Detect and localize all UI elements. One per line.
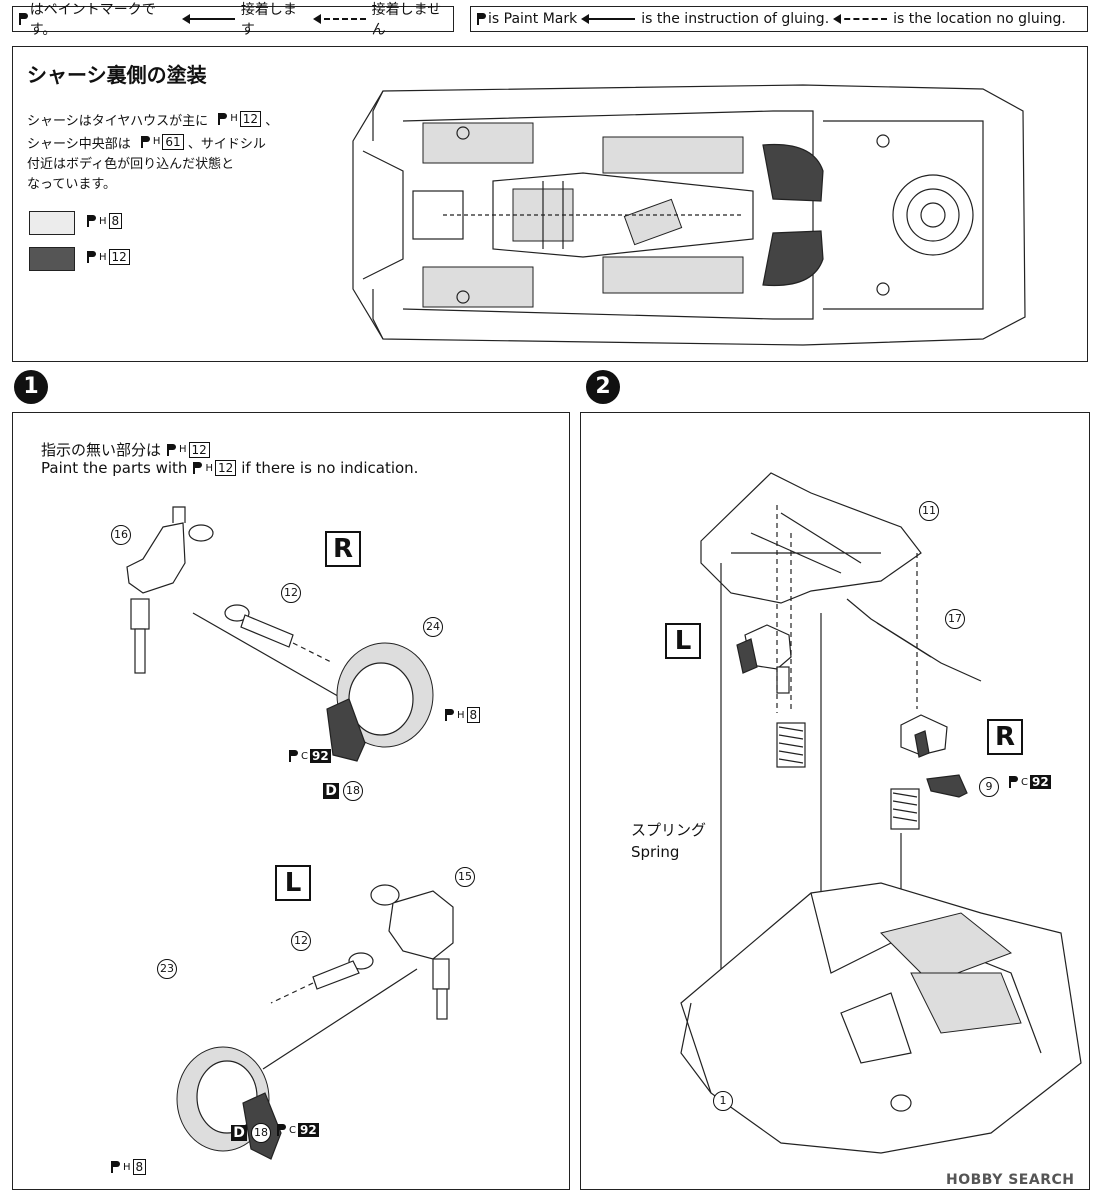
paint-mark-icon	[87, 215, 96, 227]
part-24-callout: 24	[423, 617, 443, 637]
part-23-callout: 23	[157, 959, 177, 979]
desc-text-2: シャーシ中央部は	[27, 137, 131, 152]
watermark: HOBBY SEARCH	[946, 1172, 1075, 1188]
desc-line-4: なっています。	[27, 177, 117, 192]
paint-code-number: 61	[162, 134, 184, 150]
paint-mark-icon	[477, 13, 486, 25]
legend-en-paint: is Paint Mark	[488, 11, 578, 27]
note-en-suffix: if there is no indication.	[241, 459, 419, 477]
paint-mark-icon	[445, 709, 454, 721]
swatch-light	[29, 211, 75, 235]
part-15-callout: 15	[455, 867, 475, 887]
decal-letter: D	[323, 783, 339, 799]
spring-right	[890, 788, 920, 830]
desc-suffix-1: 、	[265, 114, 279, 129]
note-en-prefix: Paint the parts with	[41, 459, 188, 477]
paint-mark-icon	[87, 251, 96, 263]
part-12-callout-r: 12	[281, 583, 301, 603]
desc-suffix-2: 、サイドシル	[187, 137, 266, 152]
decal-number: 18	[251, 1123, 271, 1143]
paint-code-number: 12	[188, 441, 210, 458]
desc-line-3: 付近はボディ色が回り込んだ状態と	[27, 157, 235, 172]
paint-mark-icon	[1009, 776, 1018, 788]
spring-left	[776, 722, 806, 768]
paint-code-number: 92	[297, 1123, 319, 1137]
right-side-label: R	[325, 531, 361, 567]
part-11-callout: 11	[919, 501, 939, 521]
legend-en-noglue: is the location no gluing.	[893, 11, 1066, 27]
step-2-number: 2	[586, 370, 620, 404]
legend-jp: はペイントマークです。 接着します 接着しません	[12, 2, 454, 38]
legend-en: is Paint Mark is the instruction of glui…	[470, 6, 1088, 32]
paint-code-number: 8	[466, 707, 481, 723]
legend-jp-noglue: 接着しません	[371, 2, 442, 38]
legend-en-glue: is the instruction of gluing.	[641, 11, 830, 27]
part-9-callout: 9	[979, 777, 999, 797]
paint-mark-icon	[218, 113, 228, 125]
decal-18-l: D 18	[231, 1123, 271, 1143]
paint-code-number: 92	[1029, 775, 1051, 789]
desc-text-1: シャーシはタイヤハウスが主に	[27, 114, 209, 129]
paint-code-number: 92	[309, 749, 331, 763]
swatch-dark	[29, 247, 75, 271]
spring-label-jp: スプリング	[631, 821, 707, 839]
paint-mark-icon	[277, 1124, 286, 1136]
paint-code-number: 12	[239, 111, 262, 127]
part-17-callout: 17	[945, 609, 965, 629]
paint-mark-icon	[140, 136, 150, 148]
paint-mark-icon	[167, 443, 177, 456]
no-glue-arrow-icon	[833, 14, 888, 24]
step2-assembly-illustration	[680, 472, 1082, 1154]
step1-assembly-illustration	[126, 506, 454, 1160]
paint-mark-icon	[193, 462, 203, 474]
paint-mark-icon	[289, 750, 298, 762]
left-side-label: L	[665, 623, 701, 659]
paint-mark-icon	[19, 13, 28, 25]
decal-number: 18	[343, 781, 363, 801]
paint-code-number: 12	[108, 249, 130, 265]
chassis-underside-illustration	[352, 84, 1026, 346]
part-1-callout: 1	[713, 1091, 733, 1111]
left-side-label: L	[275, 865, 311, 901]
chassis-section-title: シャーシ裏側の塗装	[27, 63, 207, 87]
part-16-callout: 16	[111, 525, 131, 545]
note-jp-text: 指示の無い部分は	[41, 441, 162, 459]
paint-code-number: 8	[108, 213, 123, 229]
legend-jp-paint: はペイントマークです。	[29, 2, 156, 38]
spring-label-en: Spring	[631, 843, 680, 861]
legend-jp-glue: 接着します	[240, 2, 297, 38]
part-12-callout-l: 12	[291, 931, 311, 951]
decal-letter: D	[231, 1125, 247, 1141]
spring-label: スプリング Spring	[631, 819, 706, 863]
right-side-label: R	[987, 719, 1023, 755]
glue-arrow-icon	[581, 14, 636, 24]
glue-arrow-icon	[182, 14, 235, 24]
paint-mark-icon	[111, 1161, 120, 1173]
step-1-number: 1	[14, 370, 48, 404]
paint-code-number: 8	[132, 1159, 147, 1175]
decal-18-r: D 18	[323, 781, 363, 801]
no-glue-arrow-icon	[313, 14, 366, 24]
paint-code-number: 12	[214, 460, 237, 476]
